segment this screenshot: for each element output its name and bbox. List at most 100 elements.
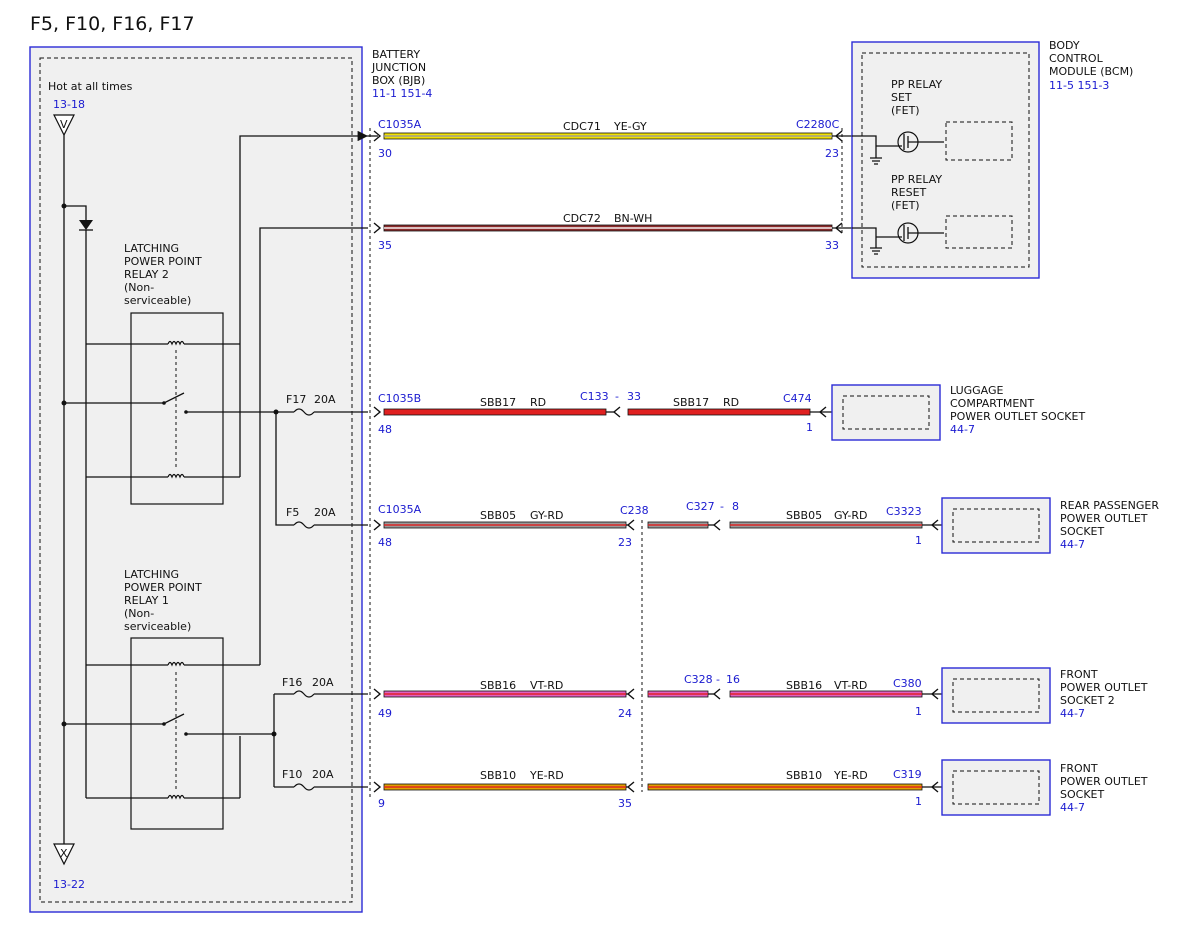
fet-set-icon [852,121,1013,165]
wire-cdc72 [383,224,833,232]
bcm-reset-3: (FET) [891,199,920,212]
load-luggage [831,384,941,441]
relay2-label-3: RELAY 2 [124,268,169,281]
color2-6: YE-RD [833,769,868,782]
bcm-name-3: MODULE (BCM) [1049,65,1133,78]
load-luggage-1: LUGGAGE [950,384,1004,397]
circuit-6: SBB10 [480,769,516,782]
conn-right-6: C319 [893,768,922,781]
pin-left-4: 48 [378,536,392,549]
bjb-outline [29,46,363,913]
diode-icon [79,220,93,230]
page-title: F5, F10, F16, F17 [30,13,195,35]
relay1-coil-bottom-icon [167,794,185,800]
load-front-3: SOCKET [1060,788,1104,801]
relay1-label-5: serviceable) [124,620,191,633]
conn-left-3: C1035B [378,392,421,405]
conn-right-1: C2280C [796,118,840,131]
inline-sep-3: - [615,390,619,403]
fuse-f10-name: F10 [282,768,302,781]
conn-left-1: C1035A [378,118,422,131]
wire-sbb17 [383,408,811,416]
load-rear-3: SOCKET [1060,525,1104,538]
load-front-2: POWER OUTLET [1060,775,1148,788]
relay2-coil-bottom-icon [167,473,185,479]
load-rear-ref: 44-7 [1060,538,1085,551]
fuse-f17-name: F17 [286,393,306,406]
bjb-inner-dashed [39,57,353,903]
load-front2-2: POWER OUTLET [1060,681,1148,694]
circuit-4: SBB05 [480,509,516,522]
circuit2-6: SBB10 [786,769,822,782]
inline-sep-4: - [720,500,724,513]
load-front2-1: FRONT [1060,668,1098,681]
fet-reset-icon [852,215,1013,255]
diode-feed [64,205,87,220]
ref-top: 13-18 [53,98,85,111]
pin-right-5: 1 [915,705,922,718]
load-front-1: FRONT [1060,762,1098,775]
load-rear-1: REAR PASSENGER [1060,499,1159,512]
color-6: YE-RD [529,769,564,782]
bcm-name-1: BODY [1049,39,1080,52]
relay1-coil-top-icon [167,661,185,667]
fuse-f16-rating: 20A [312,676,334,689]
pin-left-6: 9 [378,797,385,810]
fuse-f5-name: F5 [286,506,299,519]
relay2-label-5: serviceable) [124,294,191,307]
circuit2-3: SBB17 [673,396,709,409]
conn-left-4: C1035A [378,503,422,516]
relay1-label-3: RELAY 1 [124,594,169,607]
bcm-set-1: PP RELAY [891,78,942,91]
fuse-f17-icon [293,408,368,416]
fuse-f16-icon [293,690,368,698]
bcm-refs: 11-5 151-3 [1049,79,1109,92]
mid-conn-4: C238 [620,504,649,517]
relay1-label-2: POWER POINT [124,581,202,594]
load-luggage-ref: 44-7 [950,423,975,436]
mid-pin-4: 23 [618,536,632,549]
circuit-2: CDC72 [563,212,601,225]
inline-pin-4: 8 [732,500,739,513]
fuse-f16-name: F16 [282,676,302,689]
load-luggage-2: COMPARTMENT [950,397,1035,410]
color-1: YE-GY [613,120,647,133]
color2-3: RD [723,396,739,409]
relay2-label-2: POWER POINT [124,255,202,268]
conn-right-4: C3323 [886,505,922,518]
circuit-1: CDC71 [563,120,601,133]
conn-right-5: C380 [893,677,922,690]
inline-conn-4: C327 [686,500,715,513]
wire-sbb10 [383,783,923,791]
bcm-inner-dashed [861,52,1030,268]
color-4: GY-RD [530,509,563,522]
cdc71-internal [239,135,368,477]
fuse-f5-icon [293,521,368,529]
bcm-reset-1: PP RELAY [891,173,942,186]
pin-right-1: 23 [825,147,839,160]
color2-4: GY-RD [834,509,867,522]
pin-left-1: 30 [378,147,392,160]
relay2-label-4: (Non- [124,281,154,294]
circuit-3: SBB17 [480,396,516,409]
circuit-5: SBB16 [480,679,516,692]
fuse-f5-rating: 20A [314,506,336,519]
bjb-name-3: BOX (BJB) [372,74,425,87]
mid-pin-6: 35 [618,797,632,810]
bjb-refs: 11-1 151-4 [372,87,432,100]
pin-right-4: 1 [915,534,922,547]
load-rear-2: POWER OUTLET [1060,512,1148,525]
load-rear-passenger [941,497,1051,554]
pin-right-6: 1 [915,795,922,808]
hot-label: Hot at all times [48,80,133,93]
bcm-reset-2: RESET [891,186,927,199]
pin-left-5: 49 [378,707,392,720]
relay1-label-1: LATCHING [124,568,179,581]
relay1-label-4: (Non- [124,607,154,620]
load-luggage-3: POWER OUTLET SOCKET [950,410,1085,423]
circuit2-5: SBB16 [786,679,822,692]
inline-pin-5: 16 [726,673,740,686]
relay2-label-1: LATCHING [124,242,179,255]
wire-cdc71 [357,130,833,142]
bjb-name-1: BATTERY [372,48,420,61]
